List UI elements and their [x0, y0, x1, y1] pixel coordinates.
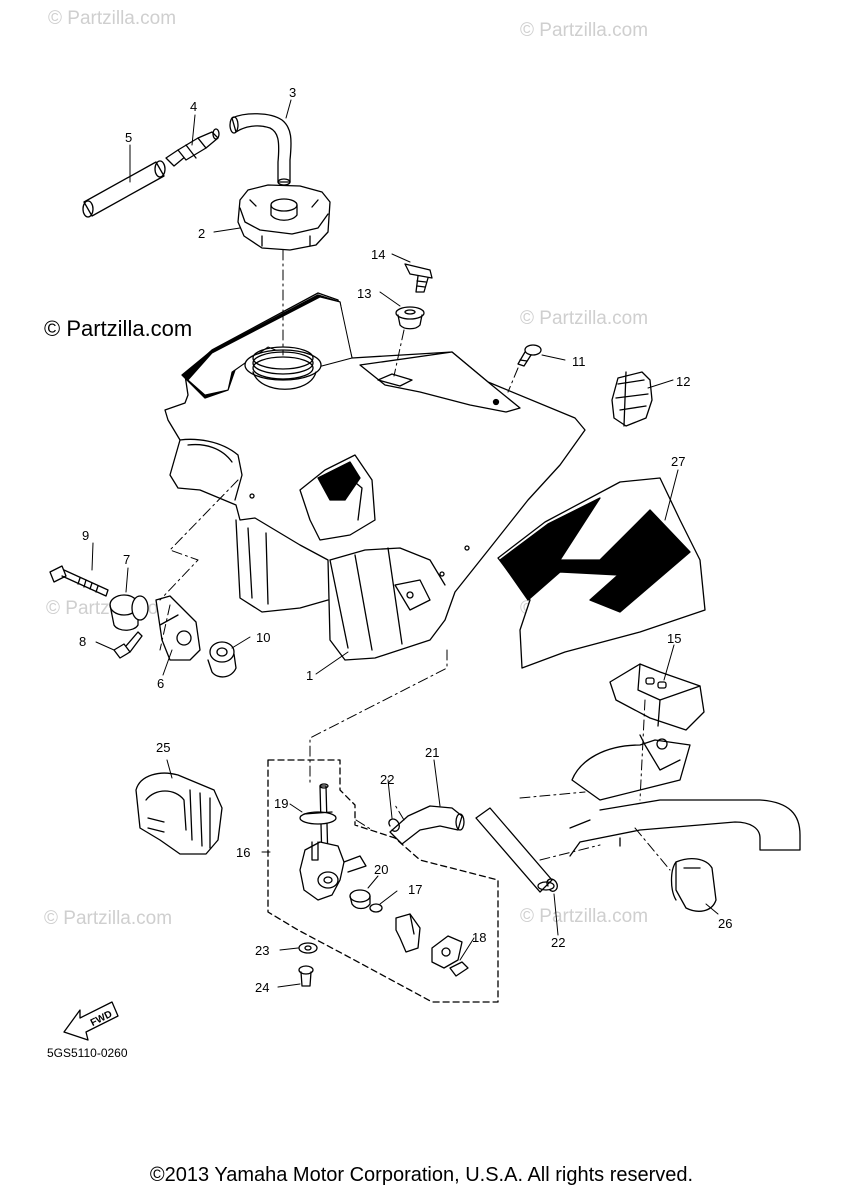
- diagram-code: 5GS5110-0260: [47, 1046, 128, 1060]
- callout-24: 24: [255, 980, 269, 995]
- callout-26: 26: [718, 916, 732, 931]
- callout-12: 12: [676, 374, 690, 389]
- callout-10: 10: [256, 630, 270, 645]
- callout-16: 16: [236, 845, 250, 860]
- fuel-tank: [164, 292, 586, 661]
- guard-25: [135, 772, 223, 855]
- frame-section: [569, 734, 801, 857]
- callout-11: 11: [572, 354, 586, 369]
- callout-21: 21: [425, 745, 439, 760]
- fwd-arrow-icon: FWD: [63, 1001, 119, 1041]
- guide-26: [670, 857, 717, 912]
- breather-hose: [229, 113, 292, 186]
- collar-7: [109, 594, 149, 631]
- callout-22a: 22: [380, 772, 394, 787]
- bolt-8: [113, 631, 143, 659]
- leader-lines: [91, 99, 719, 988]
- callout-25: 25: [156, 740, 170, 755]
- collar-10: [207, 641, 237, 678]
- callout-17: 17: [408, 882, 422, 897]
- callout-20: 20: [374, 862, 388, 877]
- bolt-9: [49, 565, 109, 597]
- callout-4: 4: [190, 99, 197, 114]
- callout-1: 1: [306, 668, 313, 683]
- callout-7: 7: [123, 552, 130, 567]
- assembly-lines: [159, 249, 671, 871]
- callout-3: 3: [289, 85, 296, 100]
- callout-6: 6: [157, 676, 164, 691]
- watermark: © Partzilla.com: [48, 8, 177, 29]
- callout-numbers: 1 2 3 4 5 6 7 8 9 10 11 12 13 14 15 16 1…: [79, 85, 732, 995]
- callout-14: 14: [371, 247, 385, 262]
- callout-13: 13: [357, 286, 371, 301]
- watermark: © Partzilla.com: [520, 308, 649, 329]
- callout-18: 18: [472, 930, 486, 945]
- watermark: © Partzilla.com: [520, 20, 649, 41]
- callout-9: 9: [82, 528, 89, 543]
- callout-8: 8: [79, 634, 86, 649]
- callout-15: 15: [667, 631, 681, 646]
- callout-22b: 22: [551, 935, 565, 950]
- fuel-cock-group: [267, 759, 499, 1003]
- check-valve: [165, 128, 220, 167]
- bracket-6: [155, 595, 201, 661]
- callout-5: 5: [125, 130, 132, 145]
- callout-23: 23: [255, 943, 269, 958]
- decal-27: [497, 477, 706, 669]
- clip-12: [611, 371, 653, 427]
- callout-2: 2: [198, 226, 205, 241]
- callout-27: 27: [671, 454, 685, 469]
- collar-13: [395, 306, 425, 330]
- callout-19: 19: [274, 796, 288, 811]
- bolt-14: [404, 263, 433, 293]
- clamp-22: [388, 818, 558, 892]
- bracket-15: [609, 663, 705, 731]
- watermark: © Partzilla.com: [44, 908, 173, 929]
- vent-tube: [82, 160, 166, 218]
- watermark: © Partzilla.com: [520, 906, 649, 927]
- fuel-cap: [237, 184, 331, 251]
- fuel-hose-21: [389, 805, 555, 893]
- bolt-11: [517, 344, 542, 367]
- watermark-dark: © Partzilla.com: [44, 316, 193, 341]
- copyright-text: ©2013 Yamaha Motor Corporation, U.S.A. A…: [149, 1164, 694, 1186]
